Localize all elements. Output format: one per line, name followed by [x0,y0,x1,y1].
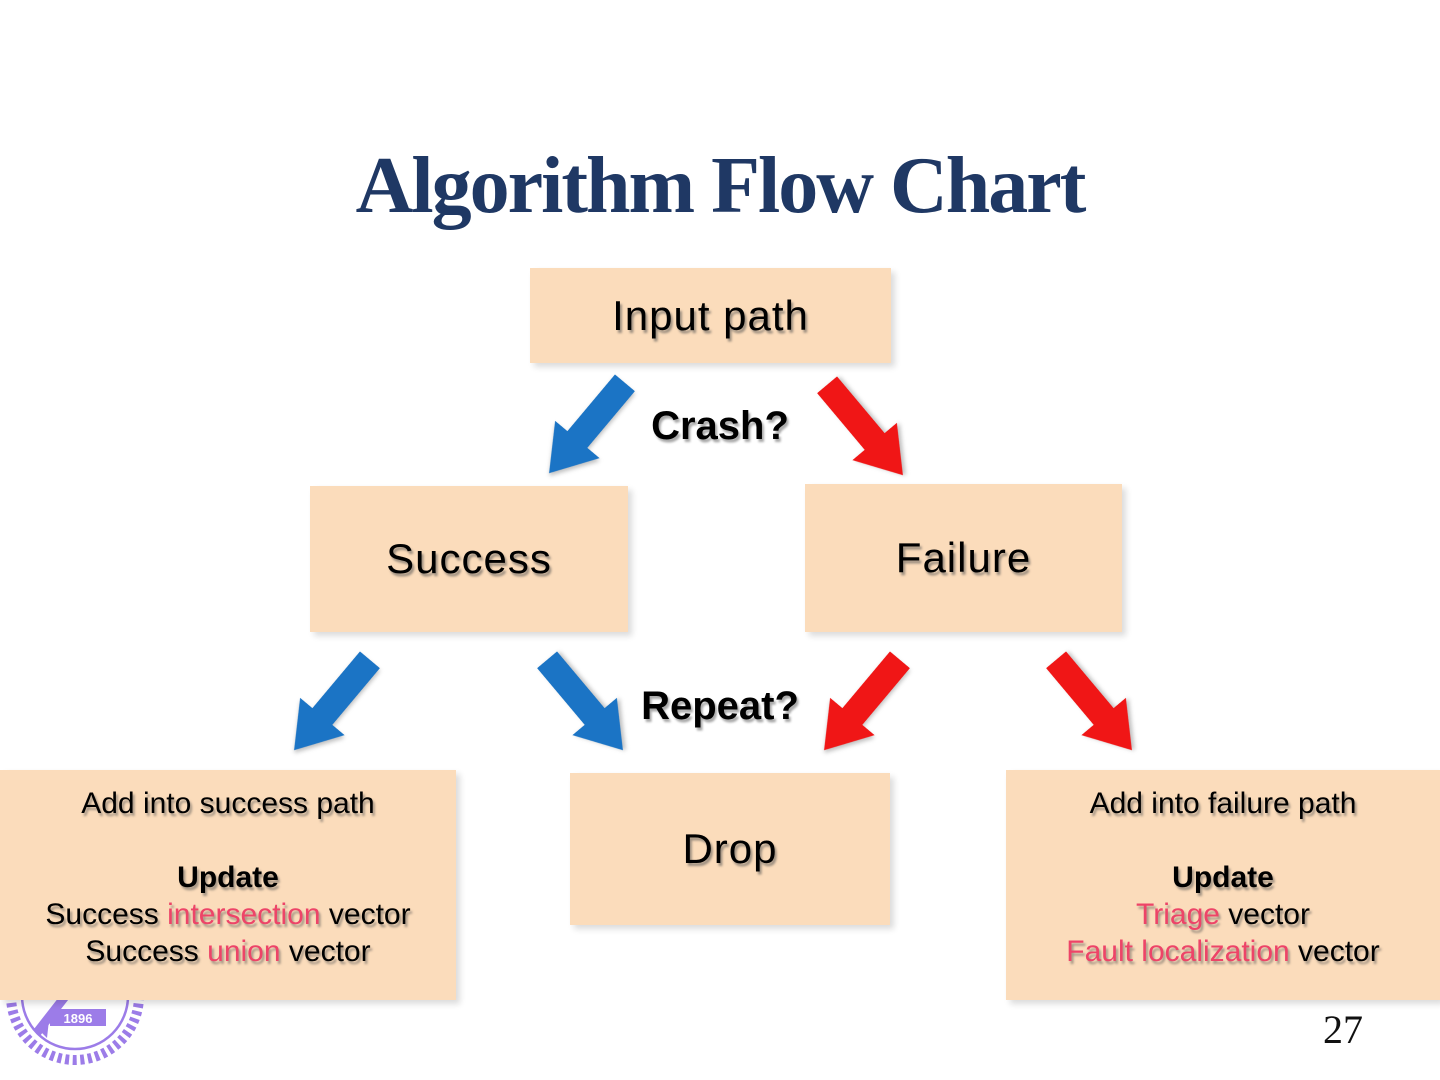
highlighted-word: Triage [1136,898,1220,931]
drop-box: Drop [570,773,890,925]
arrow-failure-to-drop-icon [796,636,928,775]
add-into-success-path-box: Add into success path Update Success int… [0,770,456,1000]
line-text: vector [1289,935,1380,968]
line-text: Success [85,935,208,968]
repeat-decision-label: Repeat? [641,684,799,728]
success-intersection-vector-line: Success intersection vector [0,896,456,933]
highlighted-word: union [207,935,281,968]
highlighted-word: Fault localization [1066,935,1290,968]
drop-label: Drop [682,825,778,872]
crash-decision-label: Crash? [651,404,789,448]
arrow-input-to-failure-icon [799,361,931,500]
line-text: vector [1219,898,1310,931]
failure-label: Failure [895,534,1032,581]
success-box: Success [310,486,628,632]
failure-box: Failure [805,484,1122,632]
line-text: Success [45,898,168,931]
add-into-failure-path-box: Add into failure path Update Triage vect… [1006,770,1440,1000]
logo-year-label: 1896 [64,1011,93,1026]
slide-title: Algorithm Flow Chart [355,141,1087,230]
highlighted-word: intersection [167,898,321,931]
page-number: 27 [1323,1007,1363,1052]
spacer [1006,822,1440,859]
triage-vector-line: Triage vector [1006,896,1440,933]
arrow-failure-to-add-failure-icon [1028,636,1160,775]
update-label: Update [177,861,279,894]
fault-localization-vector-line: Fault localization vector [1006,933,1440,970]
spacer [0,822,456,859]
arrow-success-to-add-success-icon [266,636,398,775]
line-text: vector [320,898,411,931]
arrow-success-to-drop-icon [519,636,651,775]
success-label: Success [386,535,552,582]
success-union-vector-line: Success union vector [0,933,456,970]
input-path-box: Input path [530,268,891,363]
add-success-heading: Add into success path [81,787,375,820]
update-label: Update [1172,861,1274,894]
arrow-input-to-success-icon [521,359,653,498]
input-path-label: Input path [612,291,809,339]
line-text: vector [280,935,371,968]
add-failure-heading: Add into failure path [1089,787,1357,820]
